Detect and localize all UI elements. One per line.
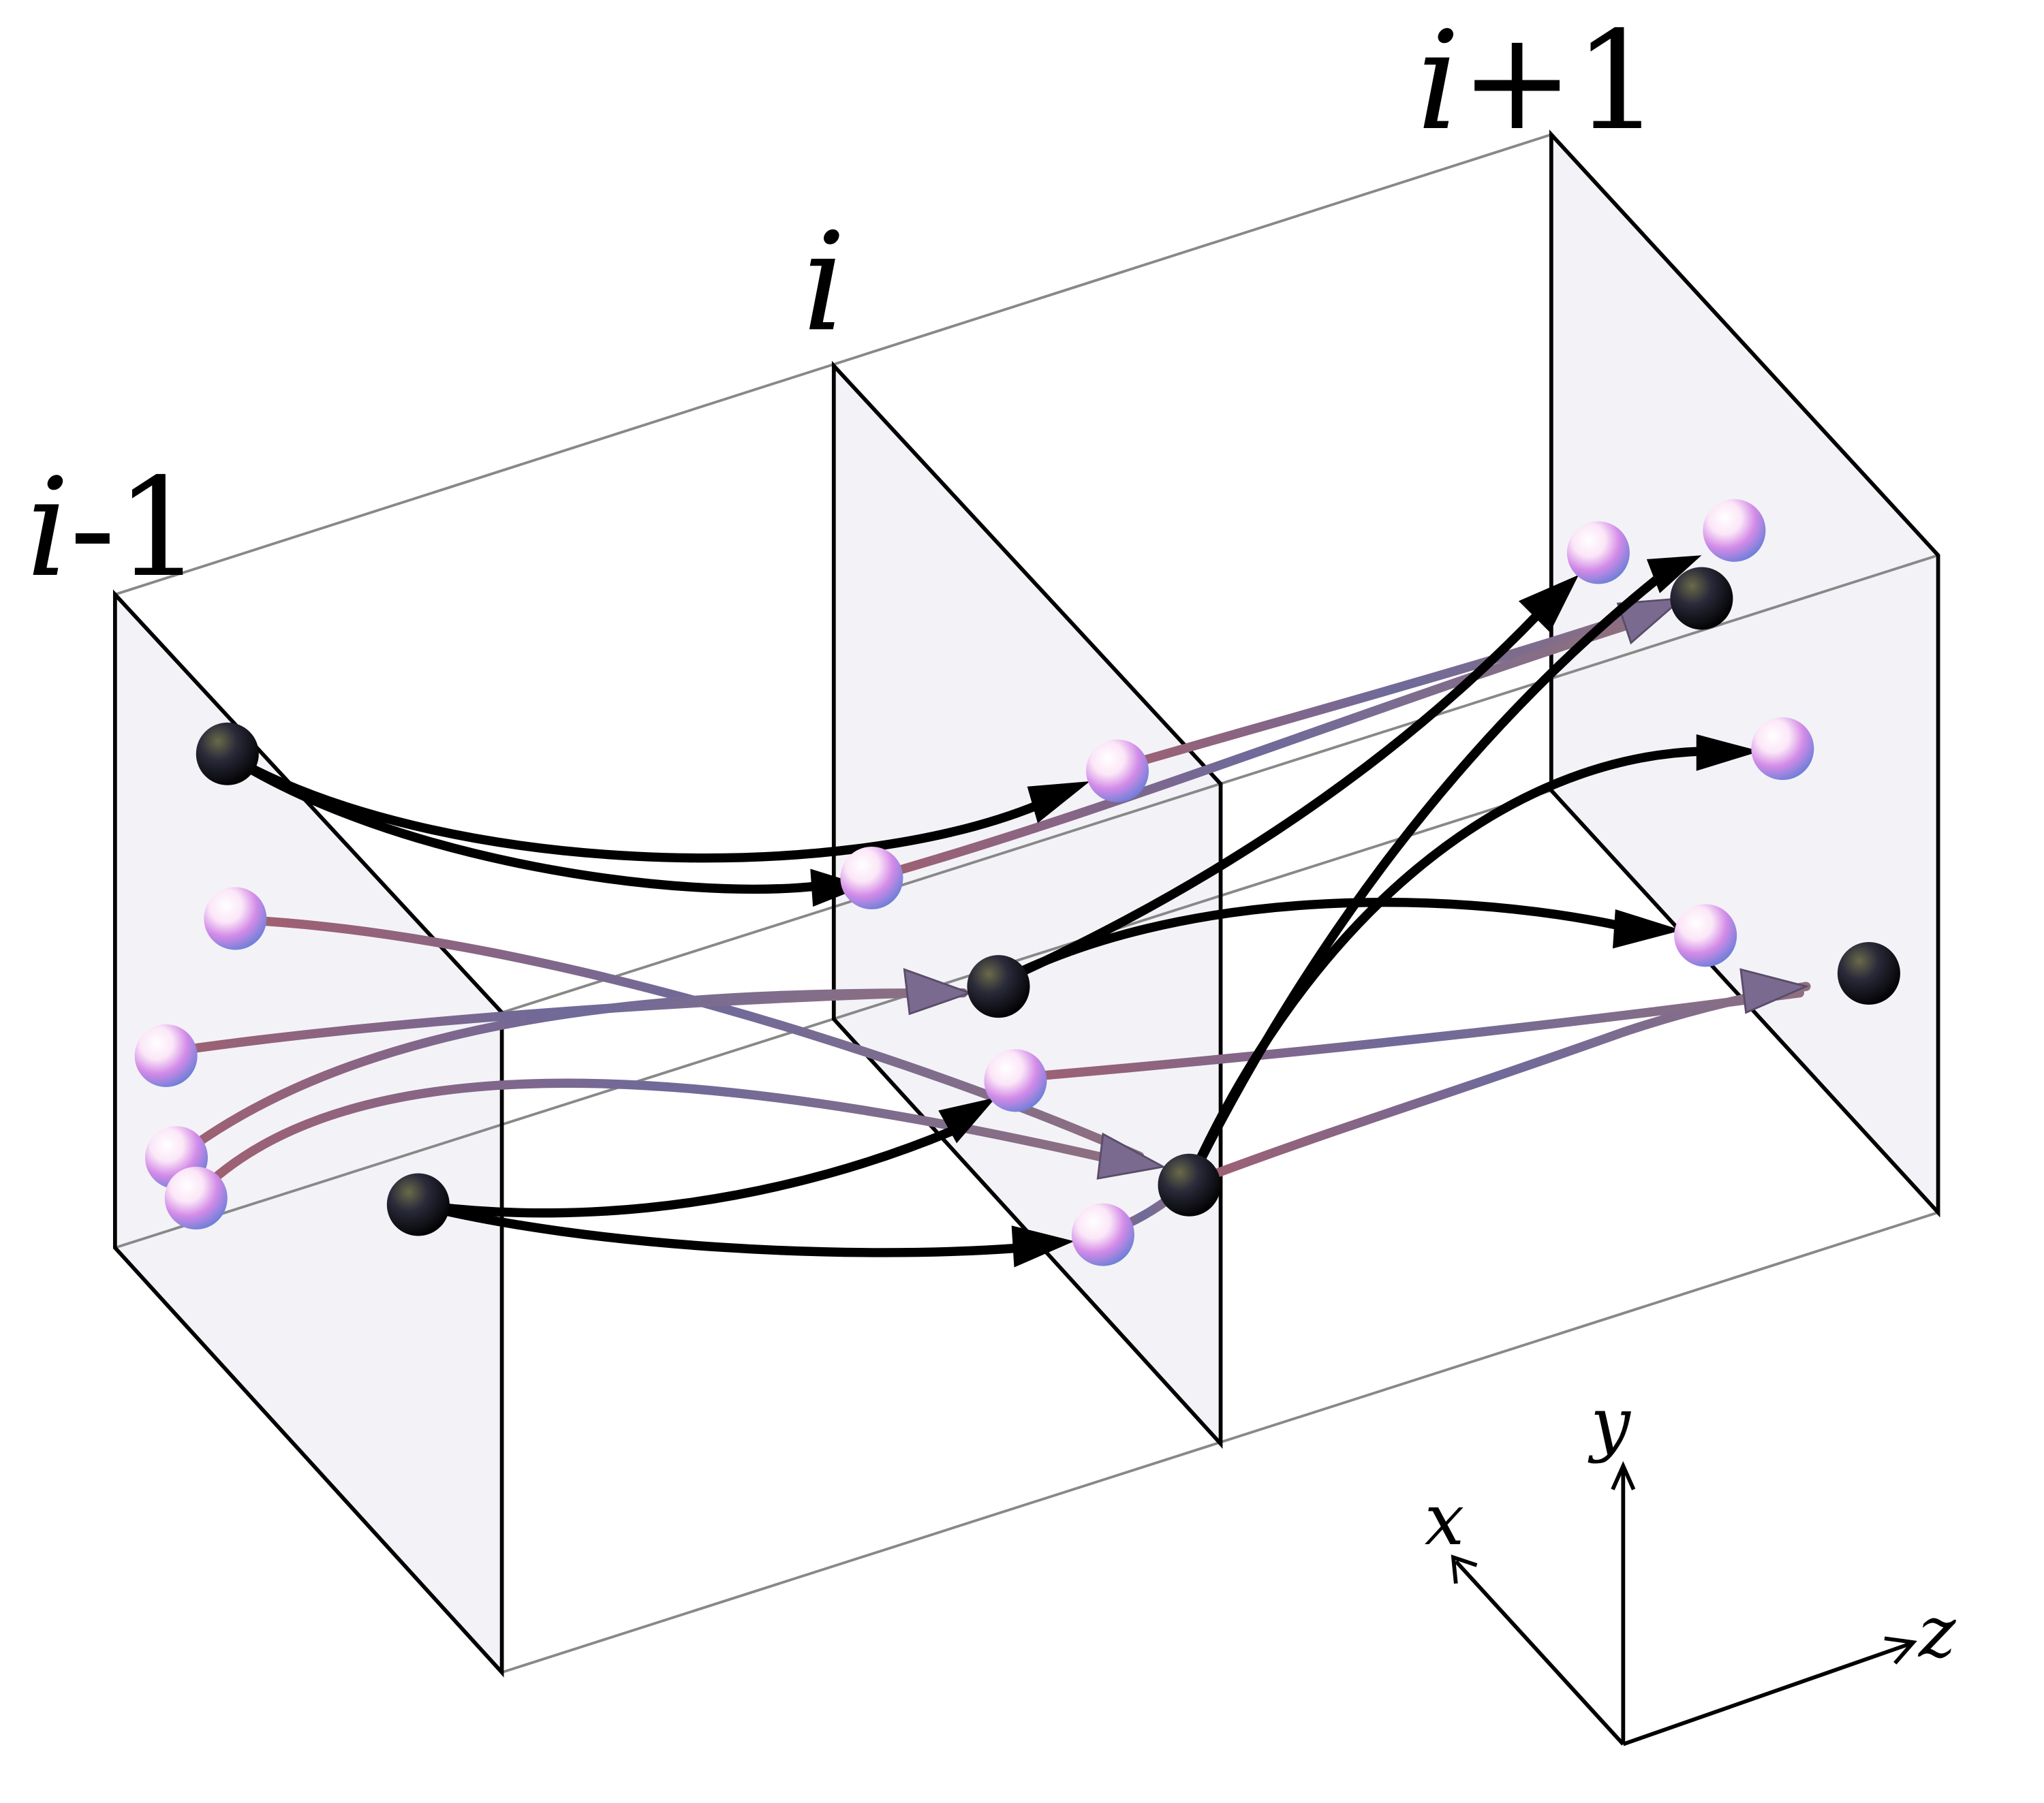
arrowhead-black-5 bbox=[1518, 574, 1579, 633]
plane-fill-left bbox=[114, 594, 502, 1673]
trajectory-purple-4 bbox=[191, 1078, 1132, 1200]
arrowhead-purple-4 bbox=[1616, 597, 1685, 645]
particle-light bbox=[1566, 521, 1630, 584]
arrowhead-purple-3 bbox=[1739, 968, 1810, 1014]
arrowhead-black-1 bbox=[1027, 781, 1090, 824]
z-axis bbox=[1622, 1642, 1912, 1746]
trajectory-black-3 bbox=[414, 1200, 1027, 1257]
arrowhead-purple-2 bbox=[1096, 1132, 1166, 1180]
arrowhead-black-2 bbox=[810, 868, 865, 907]
trajectory-black-1 bbox=[223, 750, 1047, 863]
particle-dark bbox=[967, 955, 1030, 1018]
black-arrowheads bbox=[810, 555, 1761, 1268]
arrowhead-black-3 bbox=[1011, 1225, 1074, 1268]
particle-light bbox=[164, 1166, 228, 1229]
plane-label-left: i-1 bbox=[26, 450, 202, 608]
x-axis bbox=[1454, 1560, 1625, 1746]
arrowhead-black-7 bbox=[1646, 555, 1702, 593]
arrowhead-black-4 bbox=[938, 1097, 996, 1144]
plane-outline-middle bbox=[831, 360, 1223, 1449]
axis-triad: y x z bbox=[1425, 1383, 1957, 1746]
plane-label-middle: i bbox=[803, 204, 846, 362]
particle-light bbox=[1674, 904, 1737, 967]
trajectory-black-2 bbox=[223, 750, 824, 894]
particle-light bbox=[840, 846, 903, 910]
trajectory-black-6 bbox=[993, 897, 1622, 988]
light-particles bbox=[134, 499, 1814, 1266]
arrowhead-purple-1 bbox=[903, 968, 973, 1016]
particle-light bbox=[1703, 499, 1766, 562]
x-axis-arrow-icon bbox=[1451, 1554, 1478, 1584]
particle-light bbox=[1085, 739, 1149, 802]
particle-dark bbox=[196, 722, 259, 785]
particle-light bbox=[984, 1049, 1047, 1112]
plane-label-right: i+1 bbox=[1416, 3, 1660, 161]
plane-fills bbox=[114, 134, 1938, 1673]
particle-light bbox=[134, 1024, 198, 1087]
z-axis-label: z bbox=[1917, 1592, 1957, 1674]
particle-light bbox=[1071, 1203, 1134, 1266]
plane-outline-right bbox=[1549, 129, 1940, 1218]
z-axis-arrow-icon bbox=[1884, 1636, 1917, 1665]
dark-particles bbox=[196, 567, 1900, 1236]
plane-fill-right bbox=[1551, 134, 1938, 1213]
trajectory-black-4 bbox=[414, 1121, 968, 1218]
particle-dark bbox=[386, 1173, 450, 1236]
plane-outline-left bbox=[112, 589, 504, 1678]
trajectory-purple-5 bbox=[1010, 988, 1804, 1083]
arrowhead-black-8 bbox=[1696, 734, 1761, 771]
particle-dark bbox=[1670, 567, 1733, 630]
particle-dark bbox=[1837, 941, 1900, 1005]
black-trajectories bbox=[223, 570, 1707, 1257]
particle-light bbox=[204, 887, 267, 950]
particle-dark bbox=[1158, 1153, 1221, 1217]
y-axis-arrow-icon bbox=[1611, 1461, 1636, 1490]
trajectory-purple-3 bbox=[174, 988, 968, 1161]
purple-trajectories bbox=[165, 599, 1811, 1240]
trajectory-purple-1 bbox=[259, 916, 1145, 1161]
trajectory-purple-8 bbox=[867, 620, 1635, 883]
plane-outlines bbox=[112, 129, 1940, 1678]
arrowhead-black-6 bbox=[1612, 909, 1682, 949]
purple-arrowheads bbox=[903, 597, 1810, 1180]
y-axis-label: y bbox=[1588, 1383, 1631, 1464]
particle-light bbox=[1751, 717, 1814, 781]
trajectory-black-8 bbox=[1184, 747, 1707, 1187]
x-axis-label: x bbox=[1425, 1479, 1464, 1561]
